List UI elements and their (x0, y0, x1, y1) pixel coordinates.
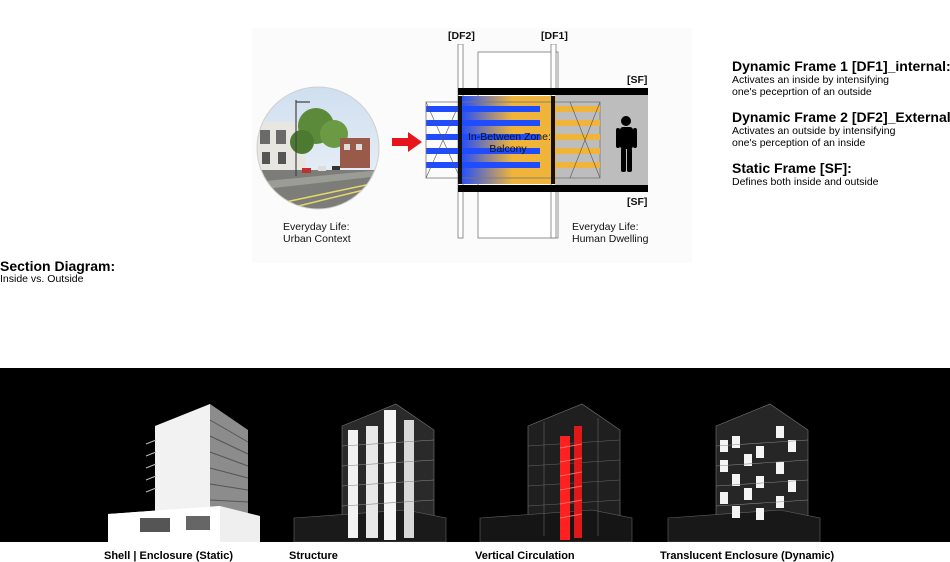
zone-label-line2: Balcony (489, 143, 527, 155)
building-circulation-render (479, 403, 633, 542)
urban-context-photo (256, 86, 380, 210)
building-structure-render (293, 403, 447, 542)
caption-circulation: Vertical Circulation (475, 550, 575, 562)
left-caption-line1: Everyday Life: (283, 221, 350, 233)
caption-shell: Shell | Enclosure (Static) (104, 550, 233, 562)
arrow-right-icon (392, 132, 422, 152)
building-translucent-render (667, 403, 821, 542)
caption-structure: Structure (289, 550, 338, 562)
sf-bottom-label: [SF] (627, 196, 648, 208)
legend-df1-title: Dynamic Frame 1 [DF1]_internal: (732, 58, 950, 74)
right-caption-line1: Everyday Life: (572, 221, 639, 233)
section-drawing (425, 44, 648, 239)
building-shell-render (108, 404, 260, 542)
legend-df1-desc1: Activates an inside by intensifying (732, 74, 890, 86)
legend-sf: Static Frame [SF]: Defines both inside a… (732, 160, 879, 188)
legend-df2-desc1: Activates an outside by intensifying (732, 125, 896, 137)
df1-label: [DF1] (541, 30, 568, 42)
right-caption-line2: Human Dwelling (572, 233, 649, 245)
legend-sf-desc1: Defines both inside and outside (732, 176, 879, 188)
section-title: Section Diagram: (0, 258, 116, 274)
left-caption-line2: Urban Context (283, 233, 351, 245)
legend-df2-desc2: one's perception of an inside (732, 137, 866, 149)
legend-df2-title: Dynamic Frame 2 [DF2]_External: (732, 109, 950, 125)
sf-top-label: [SF] (627, 74, 648, 86)
section-subtitle: Inside vs. Outside (0, 273, 84, 285)
legend-df2: Dynamic Frame 2 [DF2]_External: Activate… (732, 109, 950, 149)
caption-translucent: Translucent Enclosure (Dynamic) (660, 550, 835, 562)
legend-df1-desc2: one's peceprtion of an outside (732, 86, 872, 98)
legend-df1: Dynamic Frame 1 [DF1]_internal: Activate… (732, 58, 950, 98)
zone-label-line1: In-Between Zone: (468, 131, 551, 143)
legend-sf-title: Static Frame [SF]: (732, 160, 852, 176)
df2-label: [DF2] (448, 30, 475, 42)
